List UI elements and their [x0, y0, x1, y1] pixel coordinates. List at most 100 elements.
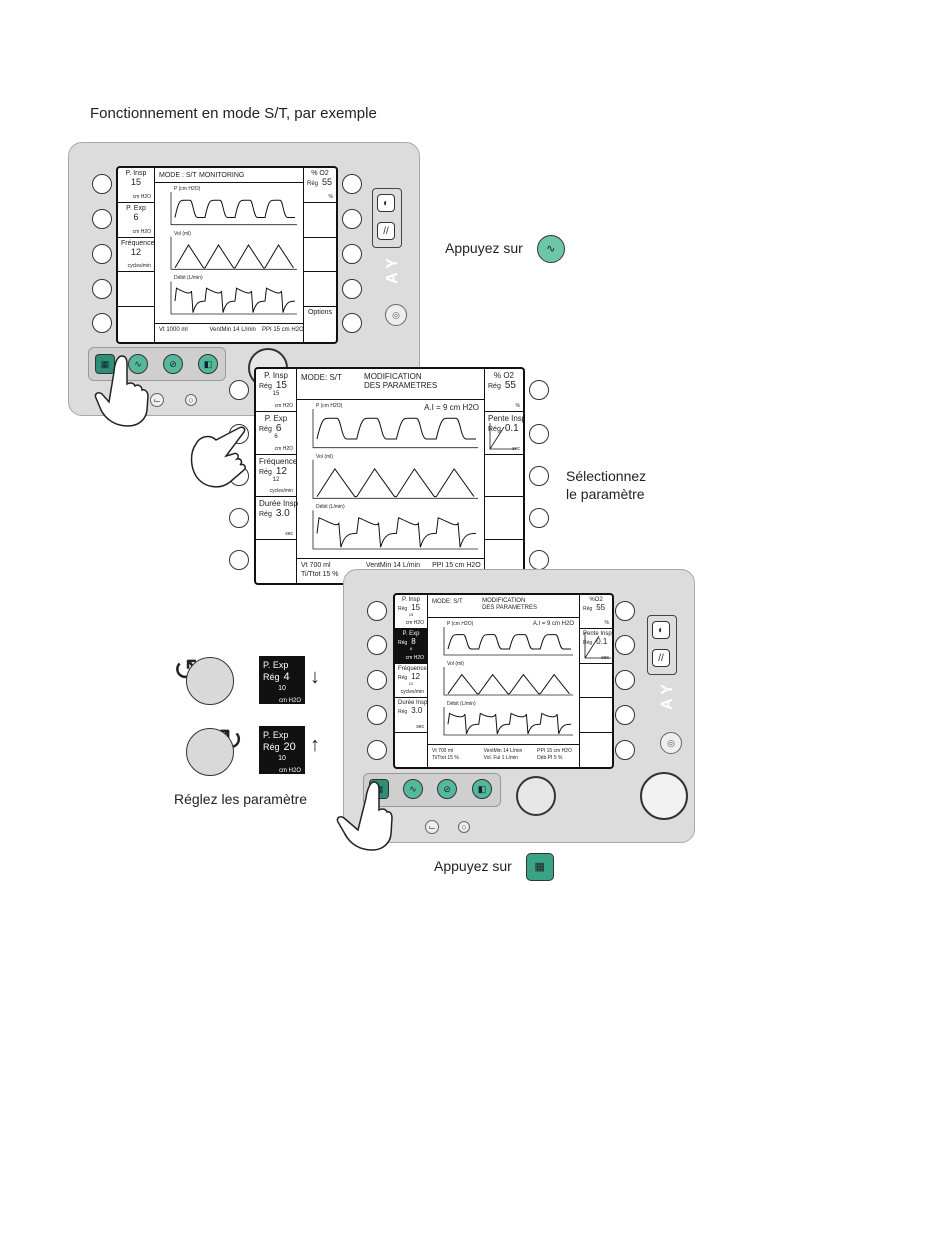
pressure-waveform	[174, 199, 295, 218]
right-soft-key-5[interactable]	[342, 313, 362, 333]
right-soft-key-2[interactable]	[529, 424, 549, 444]
left-soft-key-5[interactable]	[229, 550, 249, 570]
power-indicator-icon: ○	[458, 821, 470, 833]
left-soft-key-1[interactable]	[92, 174, 112, 194]
alarm-reset-button[interactable]: //	[652, 649, 670, 667]
right-soft-key-3[interactable]	[529, 466, 549, 486]
alarm-silence-button[interactable]: ◐	[652, 621, 670, 639]
screen-submode: DES PARAMETRES	[482, 605, 537, 611]
right-soft-key-5[interactable]	[529, 550, 549, 570]
parameter-cell[interactable]	[304, 203, 336, 238]
left-soft-key-5[interactable]	[92, 313, 112, 333]
left-soft-key-1[interactable]	[367, 601, 387, 621]
outlet-knob	[640, 772, 688, 820]
left-soft-key-5[interactable]	[367, 740, 387, 760]
slope-key-icon[interactable]: ⊘	[163, 354, 183, 374]
rotary-knob[interactable]	[516, 776, 556, 816]
screen-submode: MODIFICATION	[364, 372, 422, 381]
alarm-reset-button[interactable]: //	[377, 222, 395, 240]
right-soft-key-3[interactable]	[615, 670, 635, 690]
waveform-label: Débit (L/min)	[316, 504, 345, 511]
left-soft-key-2[interactable]	[92, 209, 112, 229]
parameter-cell[interactable]	[485, 455, 523, 498]
parameters-key-icon[interactable]: ∿	[128, 354, 148, 374]
right-soft-key-4[interactable]	[615, 705, 635, 725]
parameter-value: 12	[275, 465, 287, 477]
parameter-cell[interactable]: Options	[304, 307, 336, 342]
left-soft-key-1[interactable]	[229, 380, 249, 400]
right-soft-key-1[interactable]	[529, 380, 549, 400]
right-soft-key-1[interactable]	[342, 174, 362, 194]
parameter-cell[interactable]	[118, 272, 154, 308]
parameter-prefix: Rég	[488, 425, 501, 433]
parameters-key-icon[interactable]: ∿	[403, 779, 423, 799]
parameter-prefix: Rég	[398, 640, 408, 647]
alarm-silence-button[interactable]: ◐	[377, 194, 395, 212]
left-soft-key-3[interactable]	[367, 670, 387, 690]
left-soft-key-3[interactable]	[92, 244, 112, 264]
slope-key-icon[interactable]: ⊘	[437, 779, 457, 799]
footer-readout: VentMin 14 L/min	[365, 562, 421, 569]
mode-label: MODE: S/T	[432, 599, 463, 605]
parameter-cell[interactable]	[118, 307, 154, 342]
parameter-cell[interactable]	[485, 497, 523, 541]
parameter-unit: cm H2O	[278, 768, 301, 774]
parameter-cell[interactable]	[304, 272, 336, 308]
right-soft-key-4[interactable]	[342, 279, 362, 299]
waveform-axis	[312, 409, 478, 449]
footer-readout: Déb.PI 5 %	[537, 755, 563, 761]
parameter-unit: cm H2O	[405, 620, 424, 627]
rotary-knob[interactable]	[186, 657, 234, 705]
parameter-value: 6	[275, 422, 282, 434]
alarm-settings-key-icon[interactable]: ◧	[198, 354, 218, 374]
right-soft-key-2[interactable]	[615, 635, 635, 655]
right-soft-key-5[interactable]	[615, 740, 635, 760]
parameter-cell[interactable]	[395, 733, 427, 767]
footer-readout: Vt 700 ml	[301, 562, 331, 569]
flow-waveform	[316, 517, 477, 548]
parameter-cell[interactable]	[580, 698, 612, 733]
left-soft-key-2[interactable]	[367, 635, 387, 655]
parameter-cell[interactable]	[580, 733, 612, 767]
left-soft-key-4[interactable]	[229, 508, 249, 528]
left-soft-key-4[interactable]	[92, 279, 112, 299]
parameter-cell[interactable]	[580, 664, 612, 699]
waveform-label: Débit (L/min)	[447, 701, 476, 707]
parameter-title: P. Exp	[263, 730, 289, 740]
right-soft-key-3[interactable]	[342, 244, 362, 264]
waveform-key-icon[interactable]: ▦	[95, 354, 115, 374]
right-soft-key-1[interactable]	[615, 601, 635, 621]
rotary-knob[interactable]	[186, 728, 234, 776]
alarm-settings-key-icon[interactable]: ◧	[472, 779, 492, 799]
parameter-cell[interactable]	[256, 540, 296, 583]
right-soft-key-4[interactable]	[529, 508, 549, 528]
right-soft-key-2[interactable]	[342, 209, 362, 229]
slope-line	[584, 631, 611, 659]
left-soft-key-4[interactable]	[367, 705, 387, 725]
parameter-cell[interactable]	[304, 238, 336, 273]
waveform-key-icon: ▦	[525, 853, 554, 881]
